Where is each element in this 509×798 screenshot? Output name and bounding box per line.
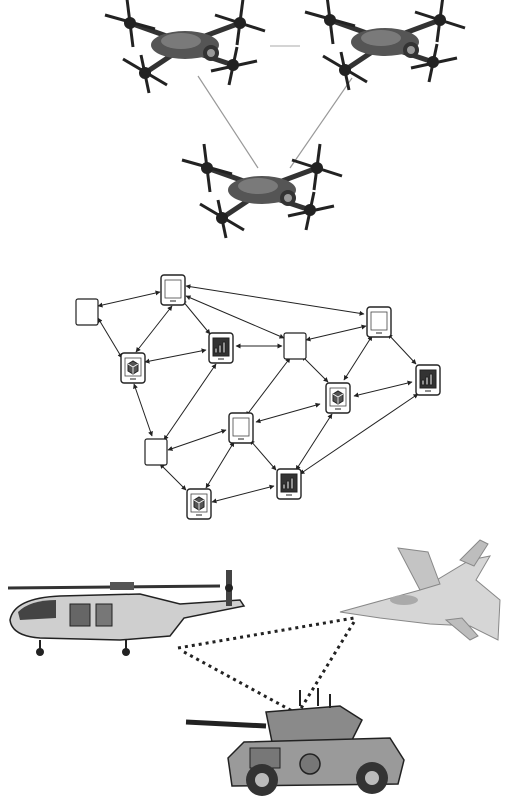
- network-node: [144, 438, 168, 466]
- drone-swarm-panel: [105, 0, 465, 238]
- helicopter-icon: [7, 570, 246, 656]
- device-network-panel: [75, 274, 441, 520]
- package-device-node: [325, 382, 351, 414]
- link-helicopter-vehicle: [183, 650, 295, 714]
- armored-vehicle-icon: [185, 688, 405, 796]
- drone-icon: [105, 0, 265, 93]
- drone-link-right: [289, 77, 353, 169]
- chart-device-node: [415, 364, 441, 396]
- package-device-node: [120, 352, 146, 384]
- network-node: [283, 332, 307, 360]
- network-node: [75, 298, 99, 326]
- chart-device-node: [276, 468, 302, 500]
- link-jet-vehicle: [298, 621, 356, 711]
- drone-icon: [182, 144, 342, 238]
- military-panel: [7, 539, 501, 796]
- fighter-jet-icon: [339, 539, 501, 641]
- drone-link-left: [197, 75, 259, 169]
- link-helicopter-jet: [177, 616, 355, 650]
- device-node: [228, 412, 254, 444]
- device-node: [160, 274, 186, 306]
- package-device-node: [186, 488, 212, 520]
- device-node: [366, 306, 392, 338]
- chart-device-node: [208, 332, 234, 364]
- drone-icon: [305, 0, 465, 90]
